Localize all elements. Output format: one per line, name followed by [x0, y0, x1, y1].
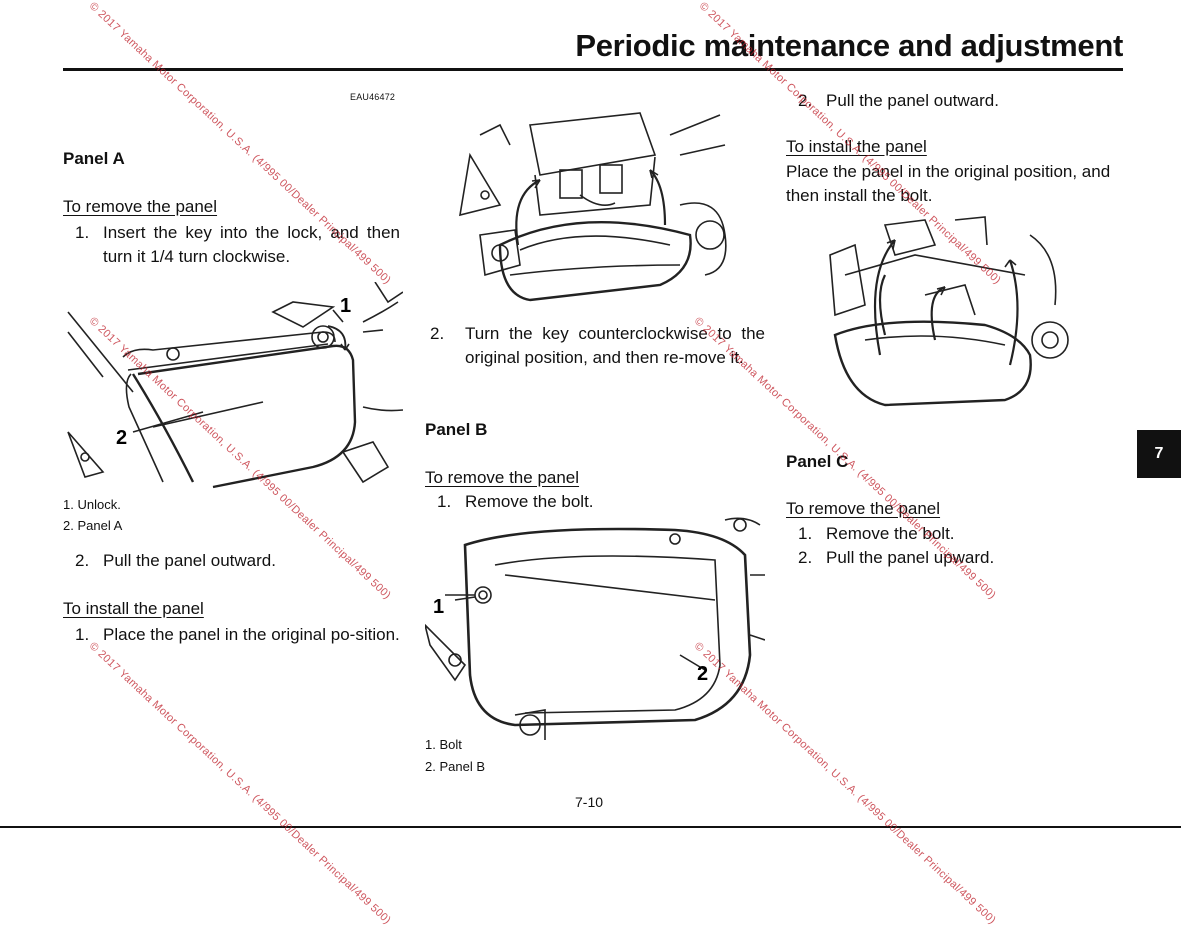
step-text: Remove the bolt.	[826, 524, 955, 543]
panel-a-heading: Panel A	[63, 149, 125, 168]
panel-b-install-figure	[829, 216, 1069, 407]
panel-b-caption-1: 1. Bolt	[425, 737, 462, 752]
header-rule	[63, 68, 1123, 71]
step-text: Place the panel in the original po-sitio…	[103, 625, 400, 644]
panel-b-step-2: 2. Pull the panel outward.	[798, 89, 1128, 113]
watermark: © 2017 Yamaha Motor Corporation, U.S.A. …	[86, 640, 394, 927]
step-number: 2.	[75, 551, 90, 570]
step-number: 2.	[798, 548, 813, 567]
step-text: Pull the panel outward.	[103, 551, 276, 570]
panel-a-install-heading: To install the panel	[63, 599, 204, 618]
panel-c-remove-heading: To remove the panel	[786, 499, 941, 518]
panel-a-remove-heading: To remove the panel	[63, 197, 218, 216]
step-text: Insert the key into the lock, and then t…	[103, 223, 400, 266]
panel-b-step-1: 1. Remove the bolt.	[437, 490, 757, 514]
step-number: 1.	[437, 492, 452, 511]
panel-a-caption-2: 2. Panel A	[63, 518, 123, 533]
panel-a-caption-1: 1. Unlock.	[63, 497, 121, 512]
callout-1: 1	[433, 596, 444, 618]
panel-a-figure: 1 2	[67, 282, 403, 489]
footer-rule	[0, 826, 1181, 828]
step-text: Pull the panel upward.	[826, 548, 995, 567]
step-number: 2.	[430, 324, 445, 343]
panel-c-step-2: 2. Pull the panel upward.	[798, 546, 1128, 570]
step-text: Turn the key counterclockwise to the ori…	[465, 324, 765, 367]
panel-a-step-2-return-key: 2. Turn the key counterclockwise to the …	[430, 322, 765, 370]
step-text: Remove the bolt.	[465, 492, 594, 511]
panel-a-removal-figure	[459, 112, 727, 302]
page-title: Periodic maintenance and adjustment	[575, 28, 1123, 63]
chapter-tab: 7	[1137, 430, 1181, 478]
panel-a-install-step-1: 1. Place the panel in the original po-si…	[75, 623, 400, 647]
callout-2: 2	[697, 663, 708, 685]
panel-b-figure: 1 2	[425, 517, 765, 740]
panel-a-step-1: 1. Insert the key into the lock, and the…	[75, 221, 400, 269]
section-code: EAU46472	[350, 92, 396, 102]
panel-b-caption-2: 2. Panel B	[425, 759, 485, 774]
panel-c-heading: Panel C	[786, 452, 849, 471]
callout-2: 2	[116, 427, 127, 449]
panel-c-step-1: 1. Remove the bolt.	[798, 522, 1128, 546]
step-number: 1.	[798, 524, 813, 543]
panel-b-install-text: Place the panel in the original position…	[786, 162, 1111, 205]
panel-b-install-heading: To install the panel	[786, 137, 927, 156]
panel-b-remove-heading: To remove the panel	[425, 468, 580, 487]
callout-1: 1	[340, 295, 351, 317]
page-number: 7-10	[575, 794, 604, 810]
step-number: 1.	[75, 223, 90, 242]
step-number: 1.	[75, 625, 90, 644]
step-number: 2.	[798, 91, 813, 110]
step-text: Pull the panel outward.	[826, 91, 999, 110]
panel-a-step-2: 2. Pull the panel outward.	[75, 549, 400, 573]
panel-b-heading: Panel B	[425, 420, 488, 439]
